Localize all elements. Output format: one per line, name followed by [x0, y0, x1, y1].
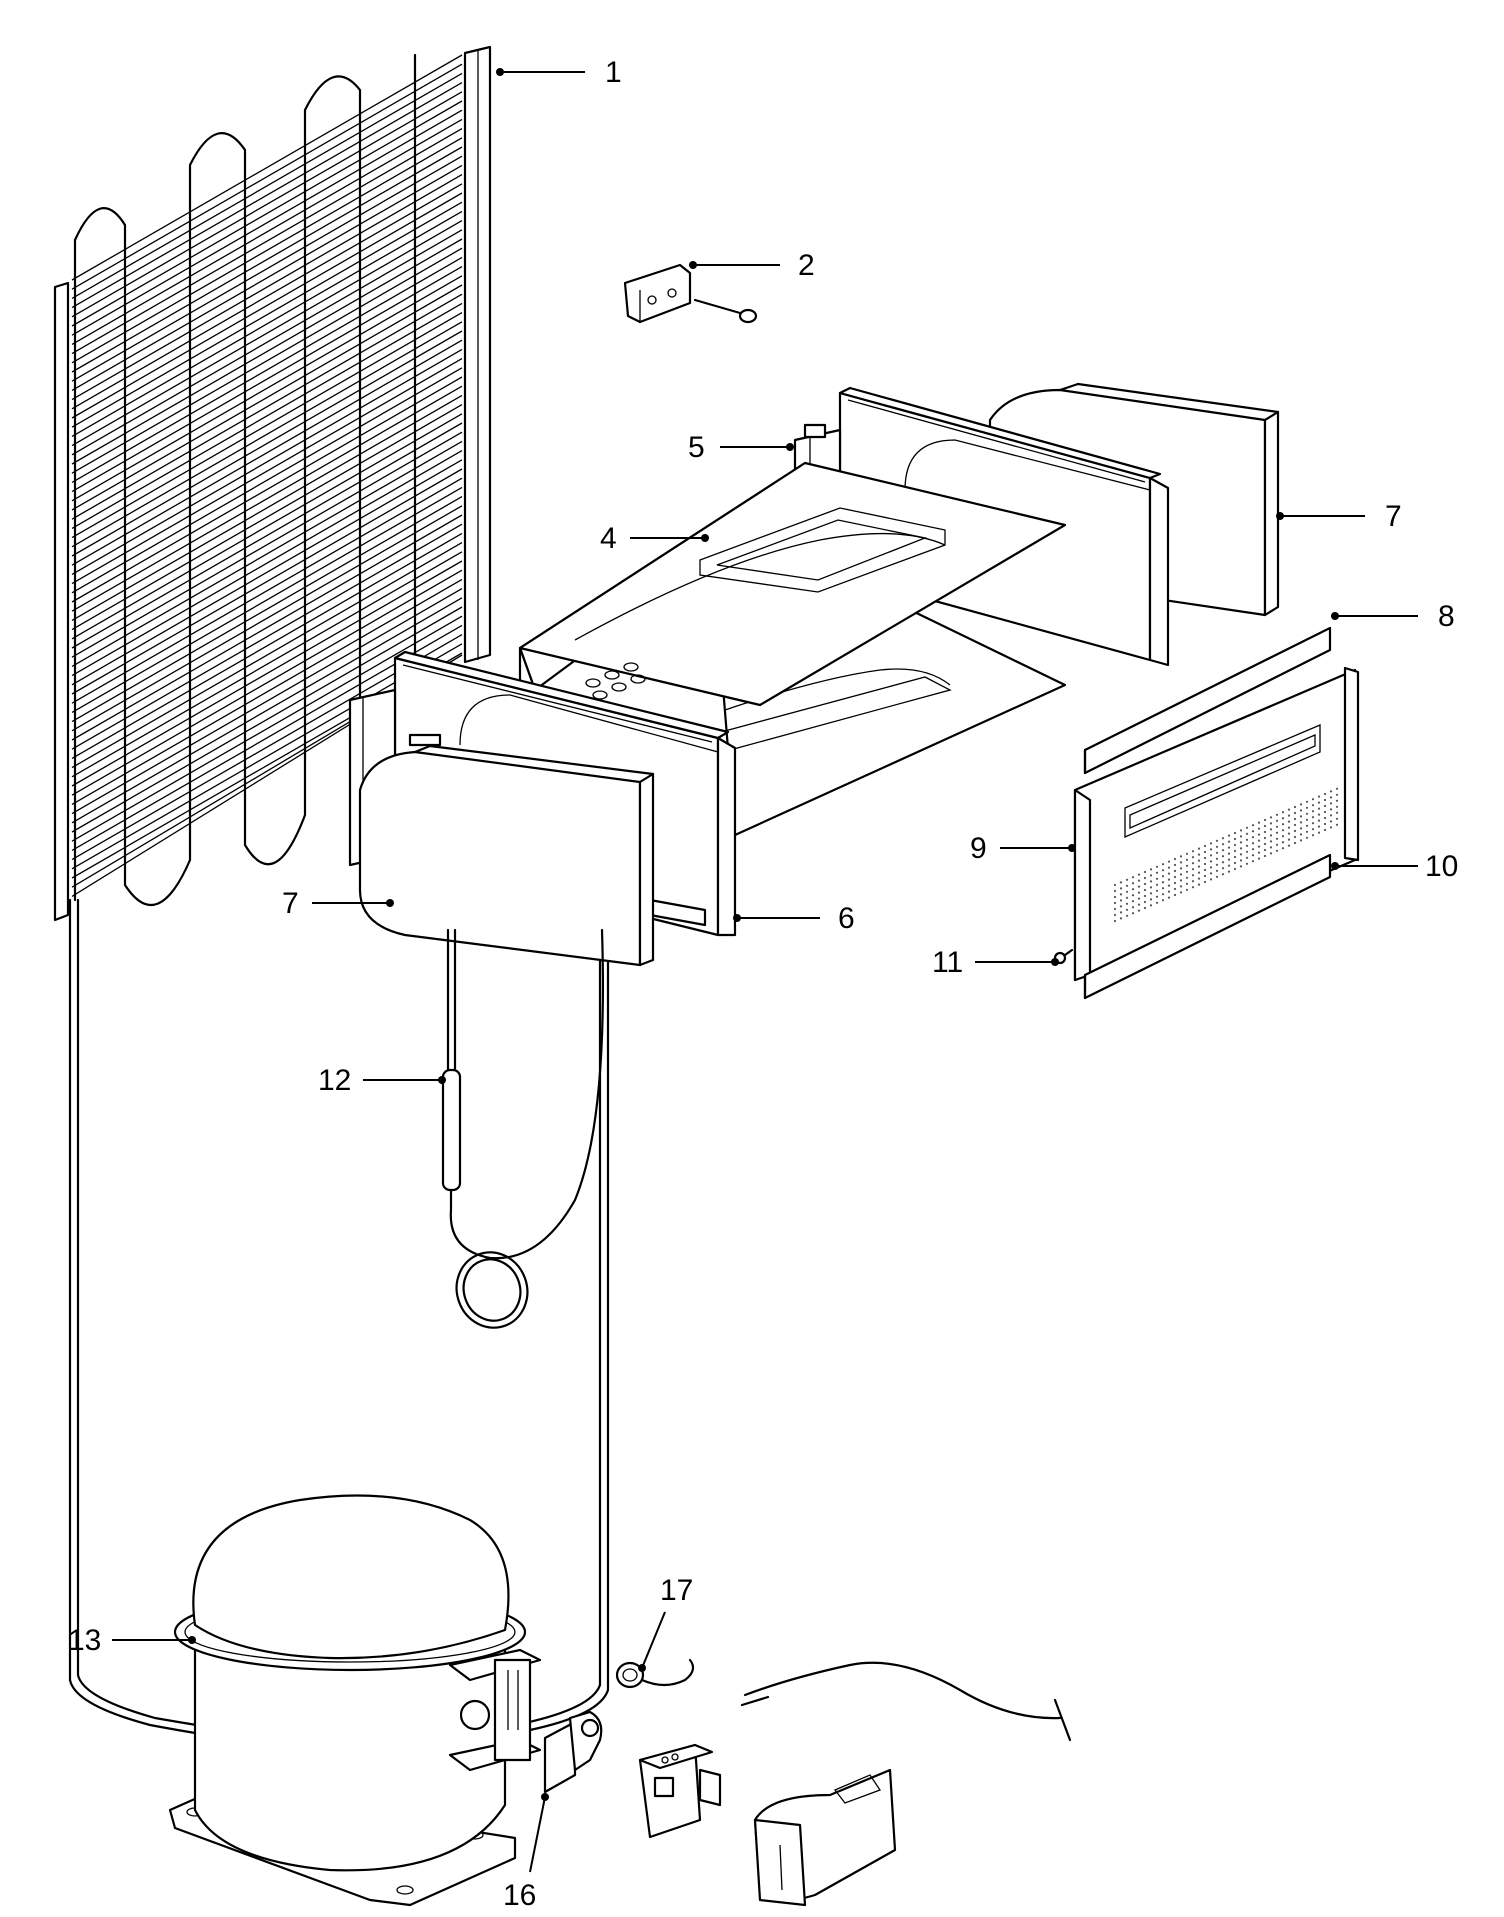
relay-drawing	[543, 1710, 603, 1794]
callout-9: 9	[970, 832, 1076, 865]
callout-1-number: 1	[605, 56, 622, 89]
callout-7-front: 7	[282, 887, 394, 920]
callout-17-number: 17	[660, 1574, 693, 1607]
lower-strip-drawing	[1083, 853, 1332, 1000]
callout-2-number: 2	[798, 249, 815, 282]
callout-7-rear-number: 7	[1385, 500, 1402, 533]
callout-16-number: 16	[503, 1879, 536, 1912]
bracket-drawing	[623, 263, 758, 324]
callout-2: 2	[689, 249, 815, 282]
callout-6: 6	[733, 902, 855, 935]
condenser-drawing	[53, 45, 492, 922]
power-cord-drawing	[740, 1661, 1072, 1742]
callout-7-rear: 7	[1276, 500, 1402, 533]
door-panel-drawing	[1073, 666, 1360, 982]
callout-17: 17	[638, 1574, 693, 1672]
callout-12: 12	[318, 1064, 446, 1097]
callout-6-number: 6	[838, 902, 855, 935]
callout-5-number: 5	[688, 431, 705, 464]
callout-13: 13	[68, 1624, 196, 1657]
callout-4-number: 4	[600, 522, 617, 555]
callout-10: 10	[1331, 850, 1458, 883]
callout-1: 1	[496, 56, 622, 89]
cord-cover-drawing	[753, 1768, 897, 1907]
callout-7-front-number: 7	[282, 887, 299, 920]
compressor-drawing	[168, 1494, 542, 1907]
callout-4: 4	[600, 522, 709, 555]
front-cover-drawing	[358, 744, 655, 967]
callout-9-number: 9	[970, 832, 987, 865]
drier-drawing	[441, 928, 605, 1329]
callout-11: 11	[932, 946, 1059, 979]
callout-5: 5	[688, 431, 794, 464]
callout-10-number: 10	[1425, 850, 1458, 883]
callout-8: 8	[1331, 600, 1455, 633]
callout-8-number: 8	[1438, 600, 1455, 633]
evaporator-plate-drawing	[518, 461, 1067, 837]
starter-box-drawing	[638, 1743, 722, 1839]
callout-13-number: 13	[68, 1624, 101, 1657]
callout-11-number: 11	[932, 946, 963, 979]
callout-16: 16	[503, 1793, 549, 1912]
callout-12-number: 12	[318, 1064, 351, 1097]
overload-protector-drawing	[615, 1658, 695, 1689]
upper-strip-drawing	[1083, 626, 1332, 775]
